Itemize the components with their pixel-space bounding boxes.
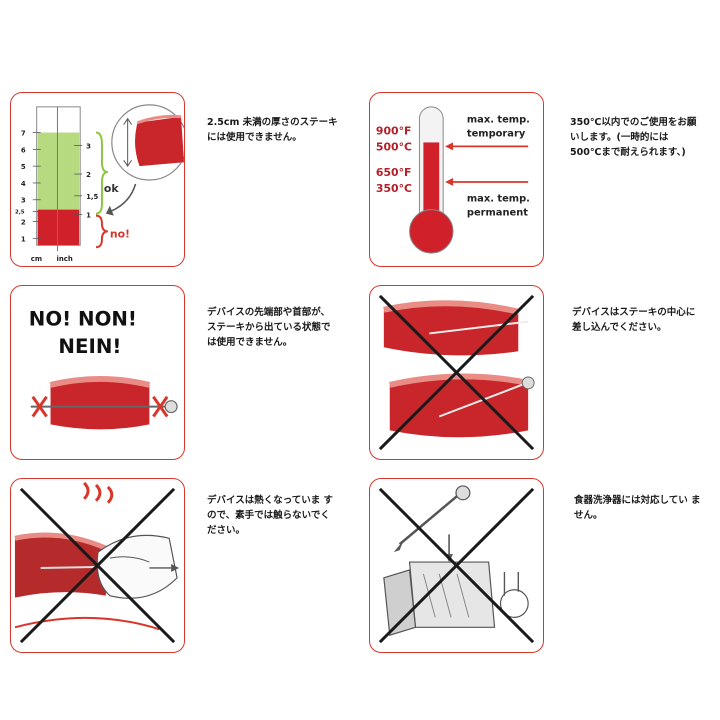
panel-insertion-depth-text: デバイスの先端部や首部が、 ステーキから出ている状態で は使用できません。 (207, 307, 331, 348)
cm-tick-2: 2 (21, 218, 26, 226)
no-non-text: NO! NON! (29, 308, 137, 331)
cm-tick-6: 6 (21, 146, 26, 154)
cm-tick-4: 4 (21, 180, 26, 188)
panel-center-insertion-text: デバイスはステーキの中心に 差し込んでください。 (572, 307, 696, 333)
panel-dishwasher-illustration (369, 478, 544, 653)
protruding-probe-illustration: NO! NON! NEIN! (29, 308, 178, 430)
cm-tick-2-5: 2,5 (15, 210, 25, 216)
inch-tick-3: 3 (86, 142, 91, 150)
panel-hot-warning-text: デバイスは熱くなっていま す ので、素手では触らないでく ださい。 (207, 495, 334, 536)
thickness-ruler-illustration: 7 6 5 4 3 2,5 2 1 3 2 1,5 1 cm inch ok n… (15, 104, 184, 263)
inch-tick-1-5: 1,5 (86, 193, 98, 201)
unit-inch: inch (56, 255, 72, 263)
temp-900f: 900°F (376, 125, 412, 138)
panel-thickness-illustration: 7 6 5 4 3 2,5 2 1 3 2 1,5 1 cm inch ok n… (10, 92, 185, 267)
cm-tick-5: 5 (21, 163, 26, 171)
panel-insertion-depth-illustration: NO! NON! NEIN! (10, 285, 185, 460)
thermometer-illustration: 900°F 500°C 650°F 350°C max. temp. tempo… (376, 106, 530, 254)
temp-500c: 500°C (376, 140, 412, 153)
temp-650f: 650°F (376, 166, 412, 179)
cm-tick-1: 1 (21, 235, 26, 243)
cm-tick-3: 3 (21, 197, 26, 205)
inch-tick-2: 2 (86, 171, 91, 179)
cm-tick-7: 7 (21, 130, 26, 138)
panel-temperature-text: 350℃以内でのご使用をお願 いします。(一時的には 500℃まで耐えられます、… (570, 117, 697, 158)
max-temp-permanent-line1: max. temp. (467, 194, 530, 205)
nein-text: NEIN! (58, 335, 121, 358)
panel-dishwasher-text: 食器洗浄器には対応してい ま せん。 (574, 495, 701, 521)
no-label: no! (110, 227, 130, 240)
max-temp-permanent-line2: permanent (467, 208, 528, 219)
panel-hot-warning-illustration (10, 478, 185, 653)
ok-label: ok (104, 182, 119, 195)
panel-thickness-text: 2.5cm 未満の厚さのステーキ には使用できません。 (207, 117, 338, 143)
dishwasher-illustration (378, 485, 535, 644)
inch-tick-1: 1 (86, 212, 91, 220)
max-temp-temporary-line2: temporary (467, 128, 526, 139)
panel-temperature-illustration: 900°F 500°C 650°F 350°C max. temp. tempo… (369, 92, 544, 267)
hot-device-illustration (14, 481, 180, 644)
panel-center-insertion-illustration (369, 285, 544, 460)
temp-350c: 350°C (376, 182, 412, 195)
unit-cm: cm (31, 255, 42, 263)
center-insertion-illustration (378, 294, 535, 451)
max-temp-temporary-line1: max. temp. (467, 115, 530, 126)
